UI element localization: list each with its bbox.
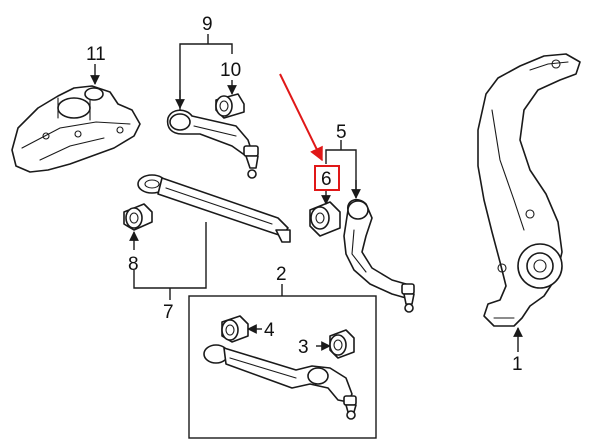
red-arrow-icon (279, 73, 323, 162)
part-6-bushing[interactable] (309, 201, 341, 237)
part-10-bushing[interactable] (215, 93, 245, 119)
label-part-1: 1 (512, 354, 523, 375)
label-part-3: 3 (298, 337, 309, 358)
part-7-strut-rod[interactable] (137, 174, 291, 243)
label-part-9: 9 (202, 14, 213, 35)
label-part-7: 7 (163, 302, 174, 323)
part-9-upper-control-arm[interactable] (166, 109, 259, 179)
label-part-8: 8 (128, 254, 139, 275)
label-part-10: 10 (220, 60, 241, 81)
part-5-lower-control-arm[interactable] (343, 198, 415, 313)
part-11-subframe[interactable] (11, 85, 141, 173)
label-part-5: 5 (336, 122, 347, 143)
part-8-bushing[interactable] (123, 203, 153, 231)
highlight-box-part-6 (314, 165, 340, 191)
label-part-6: 6 (321, 169, 332, 190)
part-4-bushing[interactable] (221, 315, 249, 343)
bracket-9 (179, 43, 233, 110)
part-1-steering-knuckle[interactable] (477, 53, 581, 327)
label-part-11: 11 (86, 44, 106, 65)
bracket-7 (133, 222, 207, 289)
part-3-bushing[interactable] (329, 329, 355, 359)
label-part-4: 4 (264, 320, 275, 341)
part-2-lower-arm[interactable] (203, 344, 357, 420)
label-part-2: 2 (276, 264, 287, 285)
